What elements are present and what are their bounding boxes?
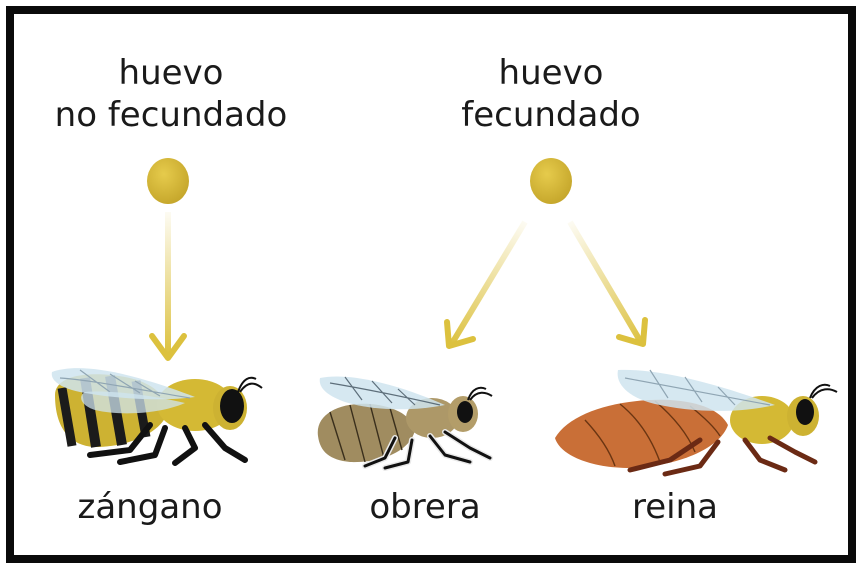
fertilized-egg-label-line2: fecundado <box>461 95 641 135</box>
arrow-to-queen <box>567 220 648 347</box>
worker-bee-illustration <box>317 376 493 471</box>
unfertilized-egg-label-line1: huevo <box>118 53 224 93</box>
unfertilized-egg-label-line2: no fecundado <box>54 95 288 135</box>
fertilized-egg-label: huevo fecundado <box>430 52 672 136</box>
queen-bee-illustration <box>555 369 838 477</box>
worker-label: obrera <box>369 487 481 527</box>
queen-label: reina <box>632 487 718 527</box>
arrow-to-drone <box>149 212 187 361</box>
unfertilized-egg <box>147 158 189 204</box>
diagram-frame <box>6 6 856 563</box>
unfertilized-egg-label: huevo no fecundado <box>40 52 302 136</box>
drone-label: zángano <box>77 487 223 527</box>
fertilized-egg <box>530 158 572 204</box>
arrow-to-worker <box>444 220 528 349</box>
fertilized-egg-label-line1: huevo <box>498 53 604 93</box>
drone-bee-illustration <box>51 368 263 466</box>
